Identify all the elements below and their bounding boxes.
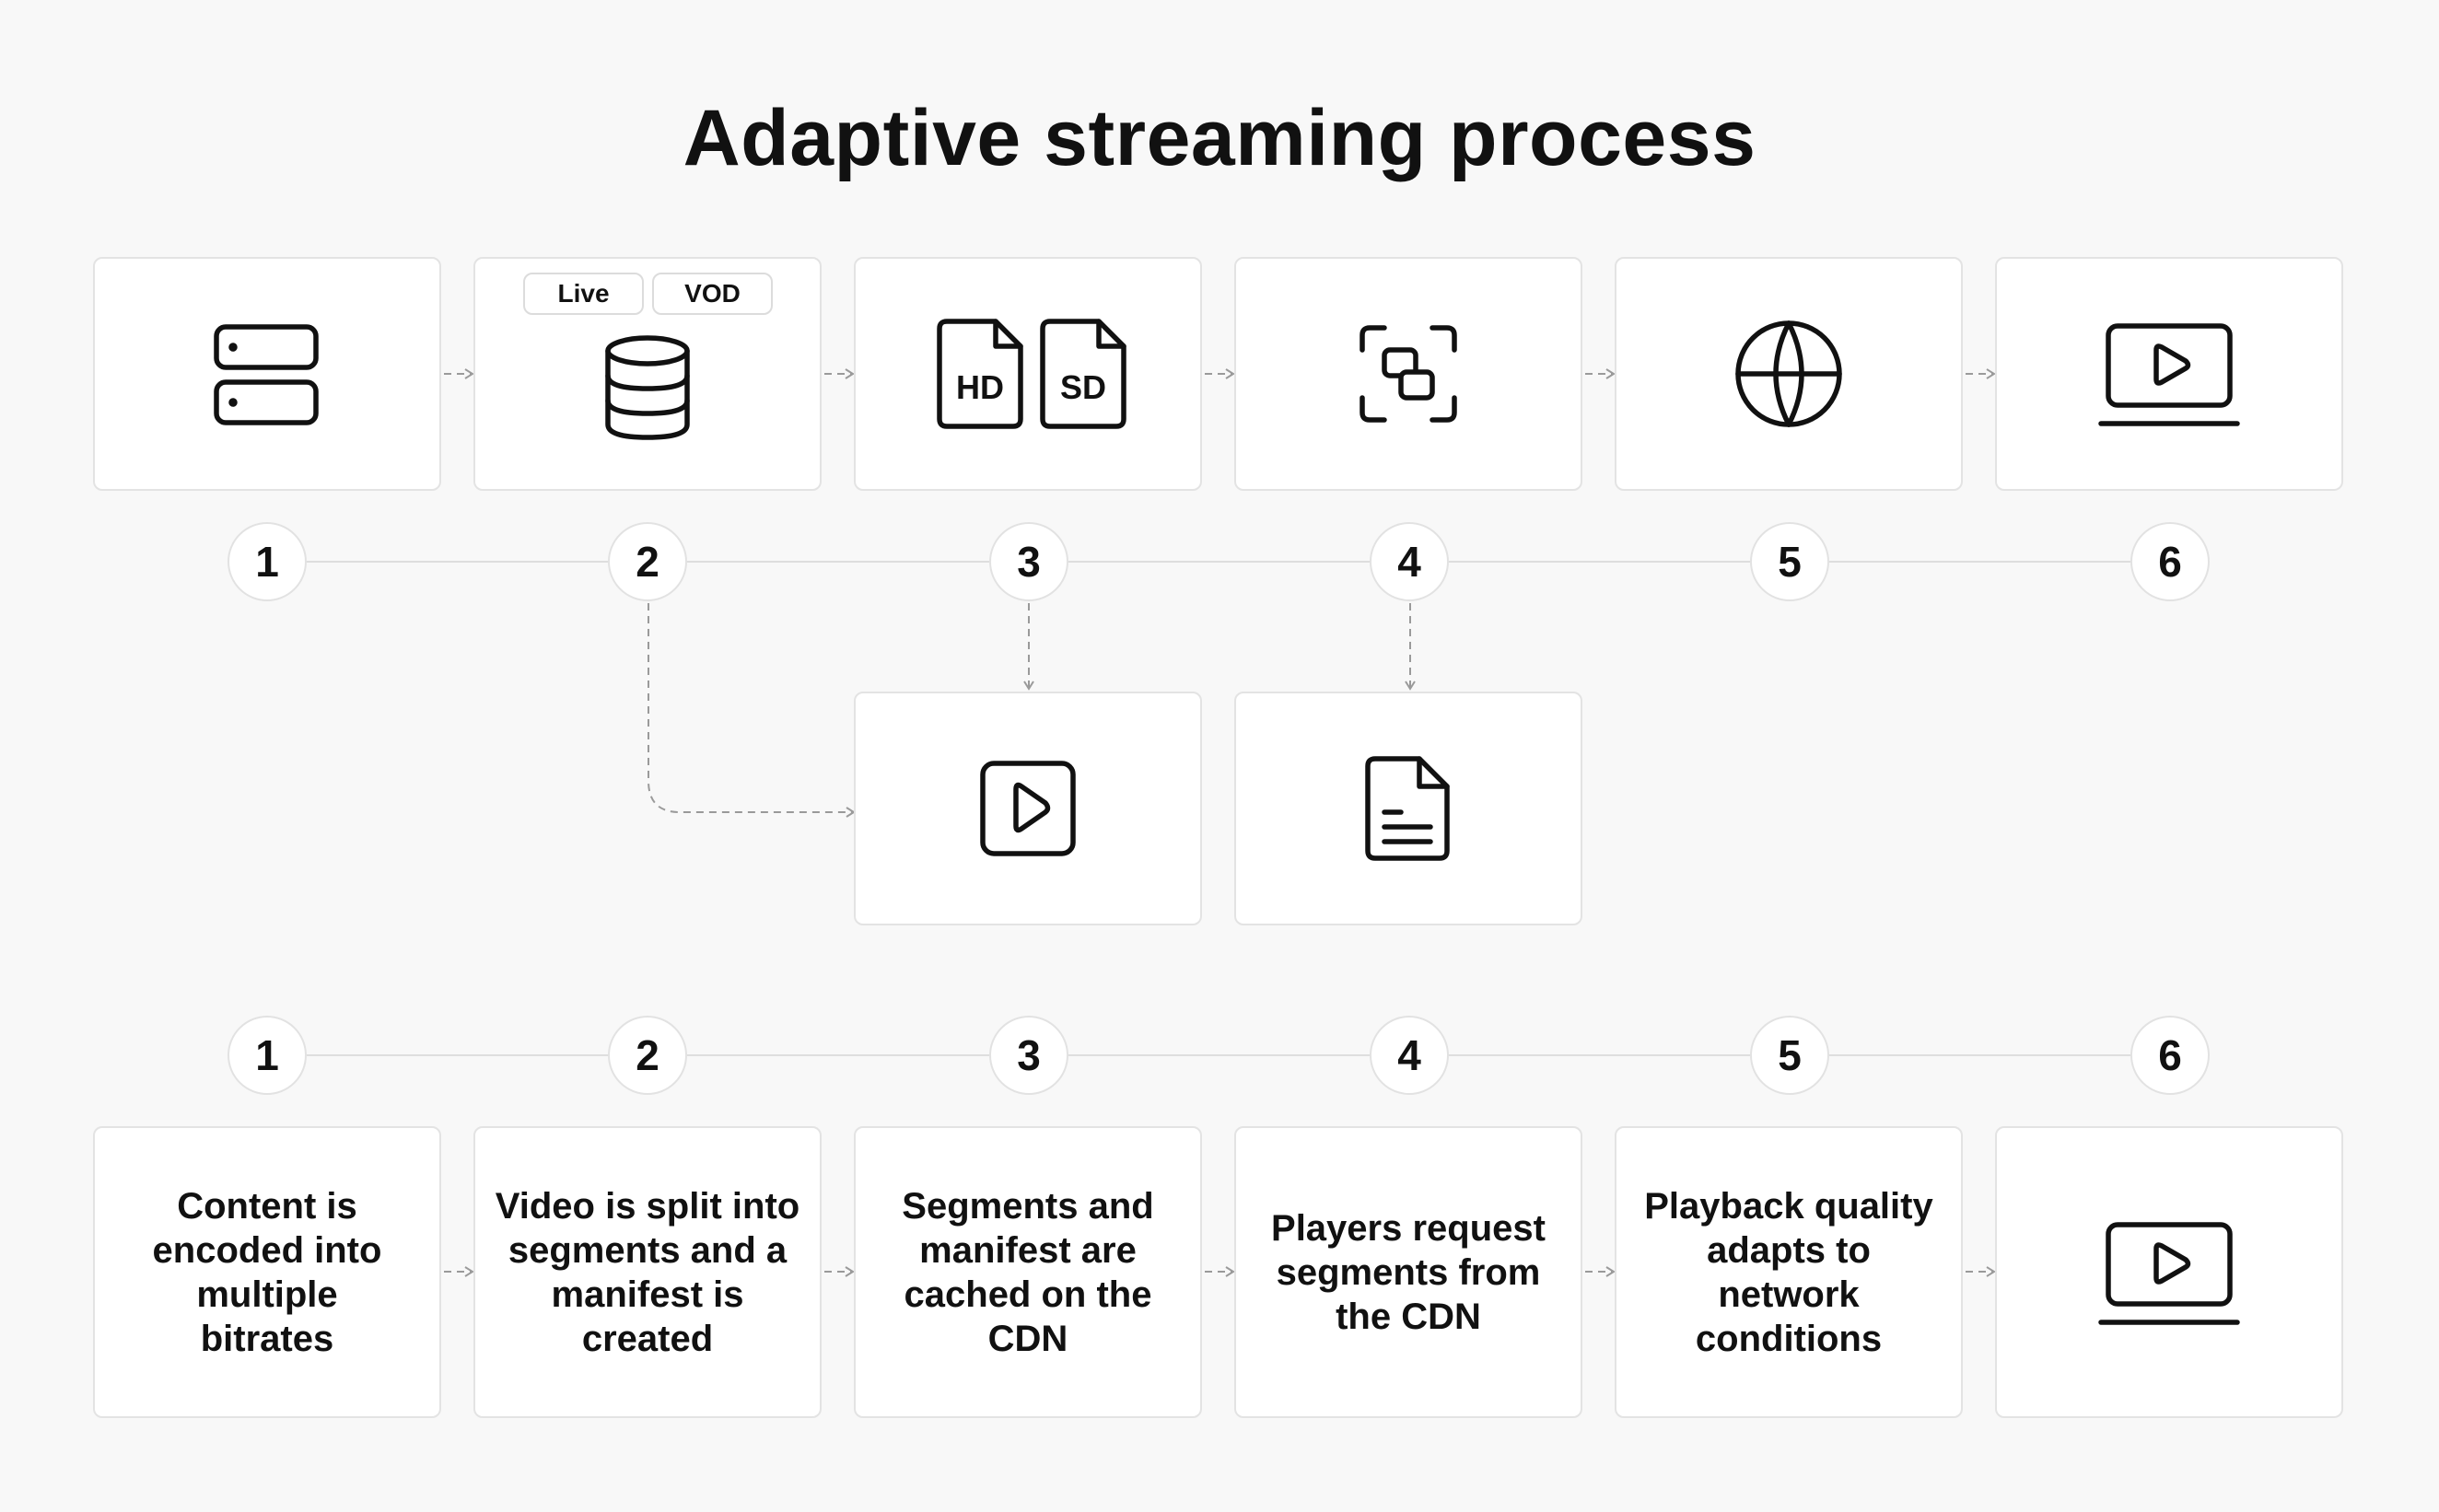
step-number: 5 bbox=[1750, 522, 1829, 601]
card-description-5: Playback quality adapts to network condi… bbox=[1615, 1126, 1963, 1418]
step-number: 4 bbox=[1370, 522, 1449, 601]
tag-live: Live bbox=[523, 273, 644, 315]
hd-sd-files-icon: HD SD bbox=[937, 319, 1126, 429]
card-description-2: Video is split into segments and a manif… bbox=[473, 1126, 822, 1418]
step-description: Players request segments from the CDN bbox=[1271, 1207, 1546, 1337]
step-description: Content is encoded into multiple bitrate… bbox=[152, 1185, 382, 1359]
step-number: 1 bbox=[228, 1016, 307, 1095]
card-description-1: Content is encoded into multiple bitrate… bbox=[93, 1126, 441, 1418]
step-number: 6 bbox=[2130, 522, 2210, 601]
page-title: Adaptive streaming process bbox=[683, 94, 1756, 182]
step-number: 5 bbox=[1750, 1016, 1829, 1095]
sd-label: SD bbox=[1060, 368, 1106, 406]
step-number: 2 bbox=[608, 1016, 687, 1095]
card-description-3: Segments and manifest are cached on the … bbox=[854, 1126, 1202, 1418]
step-description: Video is split into segments and a manif… bbox=[495, 1185, 800, 1359]
step-number: 6 bbox=[2130, 1016, 2210, 1095]
card-player bbox=[1995, 257, 2343, 491]
step-description: Playback quality adapts to network condi… bbox=[1644, 1185, 1933, 1359]
hd-label: HD bbox=[956, 368, 1004, 406]
arrow-step2-to-segments bbox=[648, 603, 856, 818]
step-number: 2 bbox=[608, 522, 687, 601]
laptop-play-icon bbox=[2098, 323, 2240, 426]
step-number: 1 bbox=[228, 522, 307, 601]
step-number: 3 bbox=[989, 522, 1068, 601]
card-renditions: HD SD bbox=[854, 257, 1202, 491]
card-video-segments bbox=[854, 692, 1202, 925]
card-playback bbox=[1995, 1126, 2343, 1418]
step-description: Segments and manifest are cached on the … bbox=[902, 1185, 1154, 1359]
video-segment-icon bbox=[980, 761, 1076, 856]
database-icon bbox=[605, 335, 690, 440]
manifest-file-icon bbox=[1365, 756, 1450, 861]
step-number: 3 bbox=[989, 1016, 1068, 1095]
card-encode bbox=[93, 257, 441, 491]
card-description-4: Players request segments from the CDN bbox=[1234, 1126, 1582, 1418]
server-icon bbox=[214, 324, 319, 425]
card-storage: Live VOD bbox=[473, 257, 822, 491]
tag-vod: VOD bbox=[652, 273, 773, 315]
card-cdn bbox=[1615, 257, 1963, 491]
step-number: 4 bbox=[1370, 1016, 1449, 1095]
card-manifest bbox=[1234, 692, 1582, 925]
segments-icon bbox=[1360, 325, 1457, 423]
globe-icon bbox=[1735, 320, 1842, 427]
laptop-play-icon bbox=[2098, 1221, 2240, 1325]
card-cdn-cache bbox=[1234, 257, 1582, 491]
